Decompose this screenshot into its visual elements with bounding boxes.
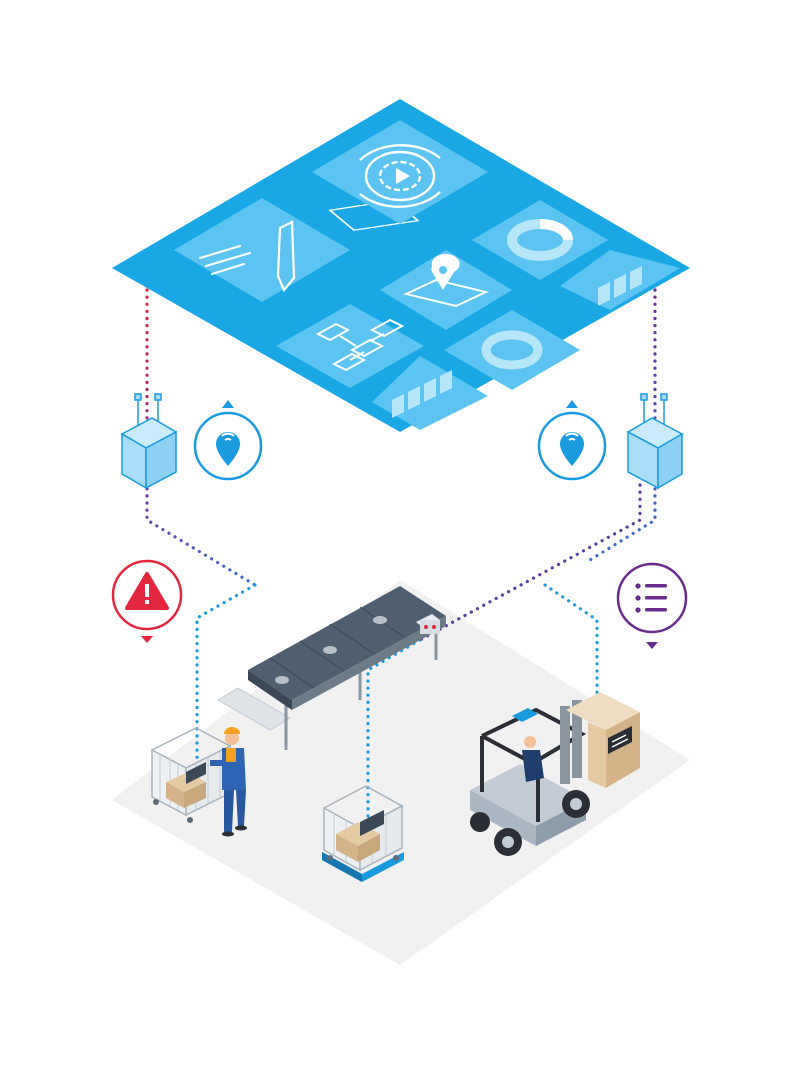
flowchart-icon [315,318,405,372]
warning-triangle-icon [125,572,169,610]
bar-chart-icon [598,266,642,306]
warehouse-floor [112,580,690,965]
caret-up-icon [222,400,234,408]
warehouse-worker [210,727,247,837]
connector-right-purple-2 [418,483,642,642]
connector-cart-blue [366,638,422,822]
donut-chart-icon [481,330,543,370]
caret-up-icon [566,400,578,408]
connector-right-purple [588,288,657,562]
cardboard-box [566,692,640,788]
alert-badge[interactable] [111,559,183,643]
connector-lines [145,288,657,822]
tile-gear[interactable] [312,120,488,224]
caret-down-icon [646,642,658,649]
tile-bars-bottom[interactable] [372,356,488,430]
tile-donut-top[interactable] [472,200,608,280]
connector-left-blue [195,583,257,762]
caret-down-icon [141,636,153,643]
wireless-gateway-icon [120,393,178,490]
tile-donut-bottom[interactable] [444,310,580,390]
tile-flowchart[interactable] [276,304,424,388]
location-signal-icon [216,432,240,466]
dashboard-platform [112,99,690,432]
tracker-left[interactable] [193,400,263,481]
conveyor-belt [217,586,446,750]
gear-cycle-play-icon [359,144,441,208]
list-badge[interactable] [616,562,688,649]
wireless-gateway-icon [626,393,684,490]
forklift [470,700,590,856]
agv-cage-cart [322,785,404,882]
tile-form[interactable] [174,198,420,302]
connector-forklift-blue [543,583,599,702]
tile-map[interactable] [380,250,512,330]
gateway-right[interactable] [626,393,684,490]
list-icon [635,583,667,613]
bar-chart-icon [392,370,452,418]
tile-bars-right[interactable] [560,250,680,310]
location-signal-icon [560,432,584,466]
map-pin-icon [402,253,490,308]
gateway-left[interactable] [120,393,178,490]
tracker-right[interactable] [537,400,607,481]
connector-left-red [145,288,257,587]
